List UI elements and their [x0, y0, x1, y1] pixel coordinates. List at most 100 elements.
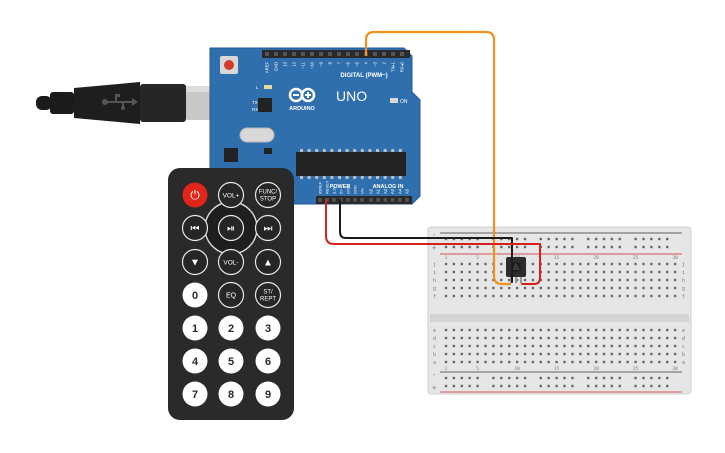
down-button[interactable]: ▼ — [181, 248, 209, 276]
button-3[interactable]: 3 — [255, 315, 281, 341]
header-pin[interactable] — [337, 52, 341, 56]
header-pin[interactable] — [310, 52, 314, 56]
col-number: 5 — [476, 366, 479, 372]
svg-text:STOP: STOP — [260, 197, 276, 203]
svg-text:⏻: ⏻ — [190, 188, 200, 202]
play-pause-button[interactable]: ⏯ — [217, 214, 245, 242]
eq-button[interactable]: EQ — [217, 281, 245, 309]
analog-pin-label: A4 — [397, 188, 402, 194]
header-pin[interactable] — [373, 52, 377, 56]
col-number: 25 — [633, 366, 639, 372]
row-letter: a — [433, 360, 436, 366]
row-letter: h — [682, 278, 685, 284]
analog-pin-label: A1 — [376, 188, 381, 194]
svg-text:3: 3 — [265, 323, 271, 335]
power-pin[interactable] — [353, 198, 357, 202]
svg-text:REPT: REPT — [260, 297, 276, 303]
header-pin[interactable] — [355, 52, 359, 56]
row-letter: c — [433, 344, 436, 350]
header-pin[interactable] — [265, 52, 269, 56]
power-pin[interactable] — [318, 198, 322, 202]
analog-pin[interactable] — [405, 198, 409, 202]
button-5[interactable]: 5 — [218, 348, 244, 374]
svg-text:7: 7 — [192, 389, 198, 401]
prev-button[interactable]: ⏮ — [181, 214, 209, 242]
pin-label: 2 — [382, 61, 387, 64]
header-pin[interactable] — [274, 52, 278, 56]
reset-button[interactable] — [220, 56, 238, 74]
svg-text:ST/: ST/ — [263, 290, 273, 296]
header-pin[interactable] — [400, 52, 404, 56]
row-letter: e — [682, 328, 685, 334]
button-8[interactable]: 8 — [218, 381, 244, 407]
arduino-brand: ARDUINO — [289, 106, 315, 112]
pin-label: ~11 — [301, 61, 306, 68]
power-pin[interactable] — [360, 198, 364, 202]
power-pin-label: 5V — [339, 189, 344, 194]
analog-pin[interactable] — [369, 198, 373, 202]
vol-down-button[interactable]: VOL- — [217, 248, 245, 276]
header-pin[interactable] — [301, 52, 305, 56]
button-1[interactable]: 1 — [182, 315, 208, 341]
button-7[interactable]: 7 — [182, 381, 208, 407]
power-pin[interactable] — [325, 198, 329, 202]
pin-label: AREF — [265, 62, 270, 74]
power-wire[interactable] — [325, 199, 541, 285]
analog-pin[interactable] — [398, 198, 402, 202]
header-pin[interactable] — [382, 52, 386, 56]
button-9[interactable]: 9 — [255, 381, 281, 407]
power-pin-label: GND — [353, 185, 358, 194]
analog-pin-label: A2 — [383, 188, 388, 194]
usb-icon — [102, 94, 138, 110]
on-led — [390, 98, 398, 103]
col-number: 20 — [593, 366, 599, 372]
pin-label: GND — [274, 62, 279, 71]
svg-text:VOL+: VOL+ — [223, 192, 240, 199]
digital-header[interactable] — [262, 50, 410, 58]
header-pin[interactable] — [283, 52, 287, 56]
power-pin[interactable] — [346, 198, 350, 202]
led-label-tx: TX — [252, 100, 258, 105]
button-6[interactable]: 6 — [255, 348, 281, 374]
col-number: 30 — [672, 255, 678, 261]
pin-label: ~6 — [346, 61, 351, 66]
usb-chip — [258, 98, 272, 112]
button-0[interactable]: 0 — [182, 282, 208, 308]
svg-text:6: 6 — [265, 356, 271, 368]
pin-label: ~3 — [373, 61, 378, 66]
button-2[interactable]: 2 — [218, 315, 244, 341]
rail-plus-top: + — [432, 244, 436, 252]
row-letter: b — [433, 352, 436, 358]
analog-pin[interactable] — [383, 198, 388, 202]
next-button[interactable]: ⏭ — [254, 214, 282, 242]
power-pin[interactable] — [339, 198, 343, 202]
power-button[interactable]: ⏻ — [182, 182, 208, 208]
svg-text:8: 8 — [228, 389, 234, 401]
header-pin[interactable] — [319, 52, 323, 56]
header-pin[interactable] — [328, 52, 332, 56]
svg-text:0: 0 — [192, 290, 198, 302]
analog-pin[interactable] — [376, 198, 380, 202]
header-pin[interactable] — [292, 52, 296, 56]
header-pin[interactable] — [391, 52, 395, 56]
power-header[interactable] — [316, 196, 374, 204]
vol-up-button[interactable]: VOL+ — [217, 181, 245, 209]
up-button[interactable]: ▲ — [254, 248, 282, 276]
breadboard[interactable]: jjiihhggffeeddccbbaa11551010151520202525… — [427, 226, 692, 395]
analog-pin[interactable] — [390, 198, 395, 202]
pin-label: TX▸1 — [391, 61, 396, 71]
button-4[interactable]: 4 — [182, 348, 208, 374]
power-pin[interactable] — [332, 198, 336, 202]
ground-wire[interactable] — [339, 199, 513, 283]
st-rept-button[interactable]: ST/REPT — [254, 281, 282, 309]
svg-text:5: 5 — [228, 356, 234, 368]
row-letter: j — [433, 262, 436, 268]
header-pin[interactable] — [346, 52, 350, 56]
analog-header[interactable] — [366, 196, 412, 204]
signal-wire[interactable] — [364, 30, 512, 286]
func-stop-button[interactable]: FUNC/STOP — [254, 181, 282, 209]
col-number: 15 — [554, 255, 560, 261]
